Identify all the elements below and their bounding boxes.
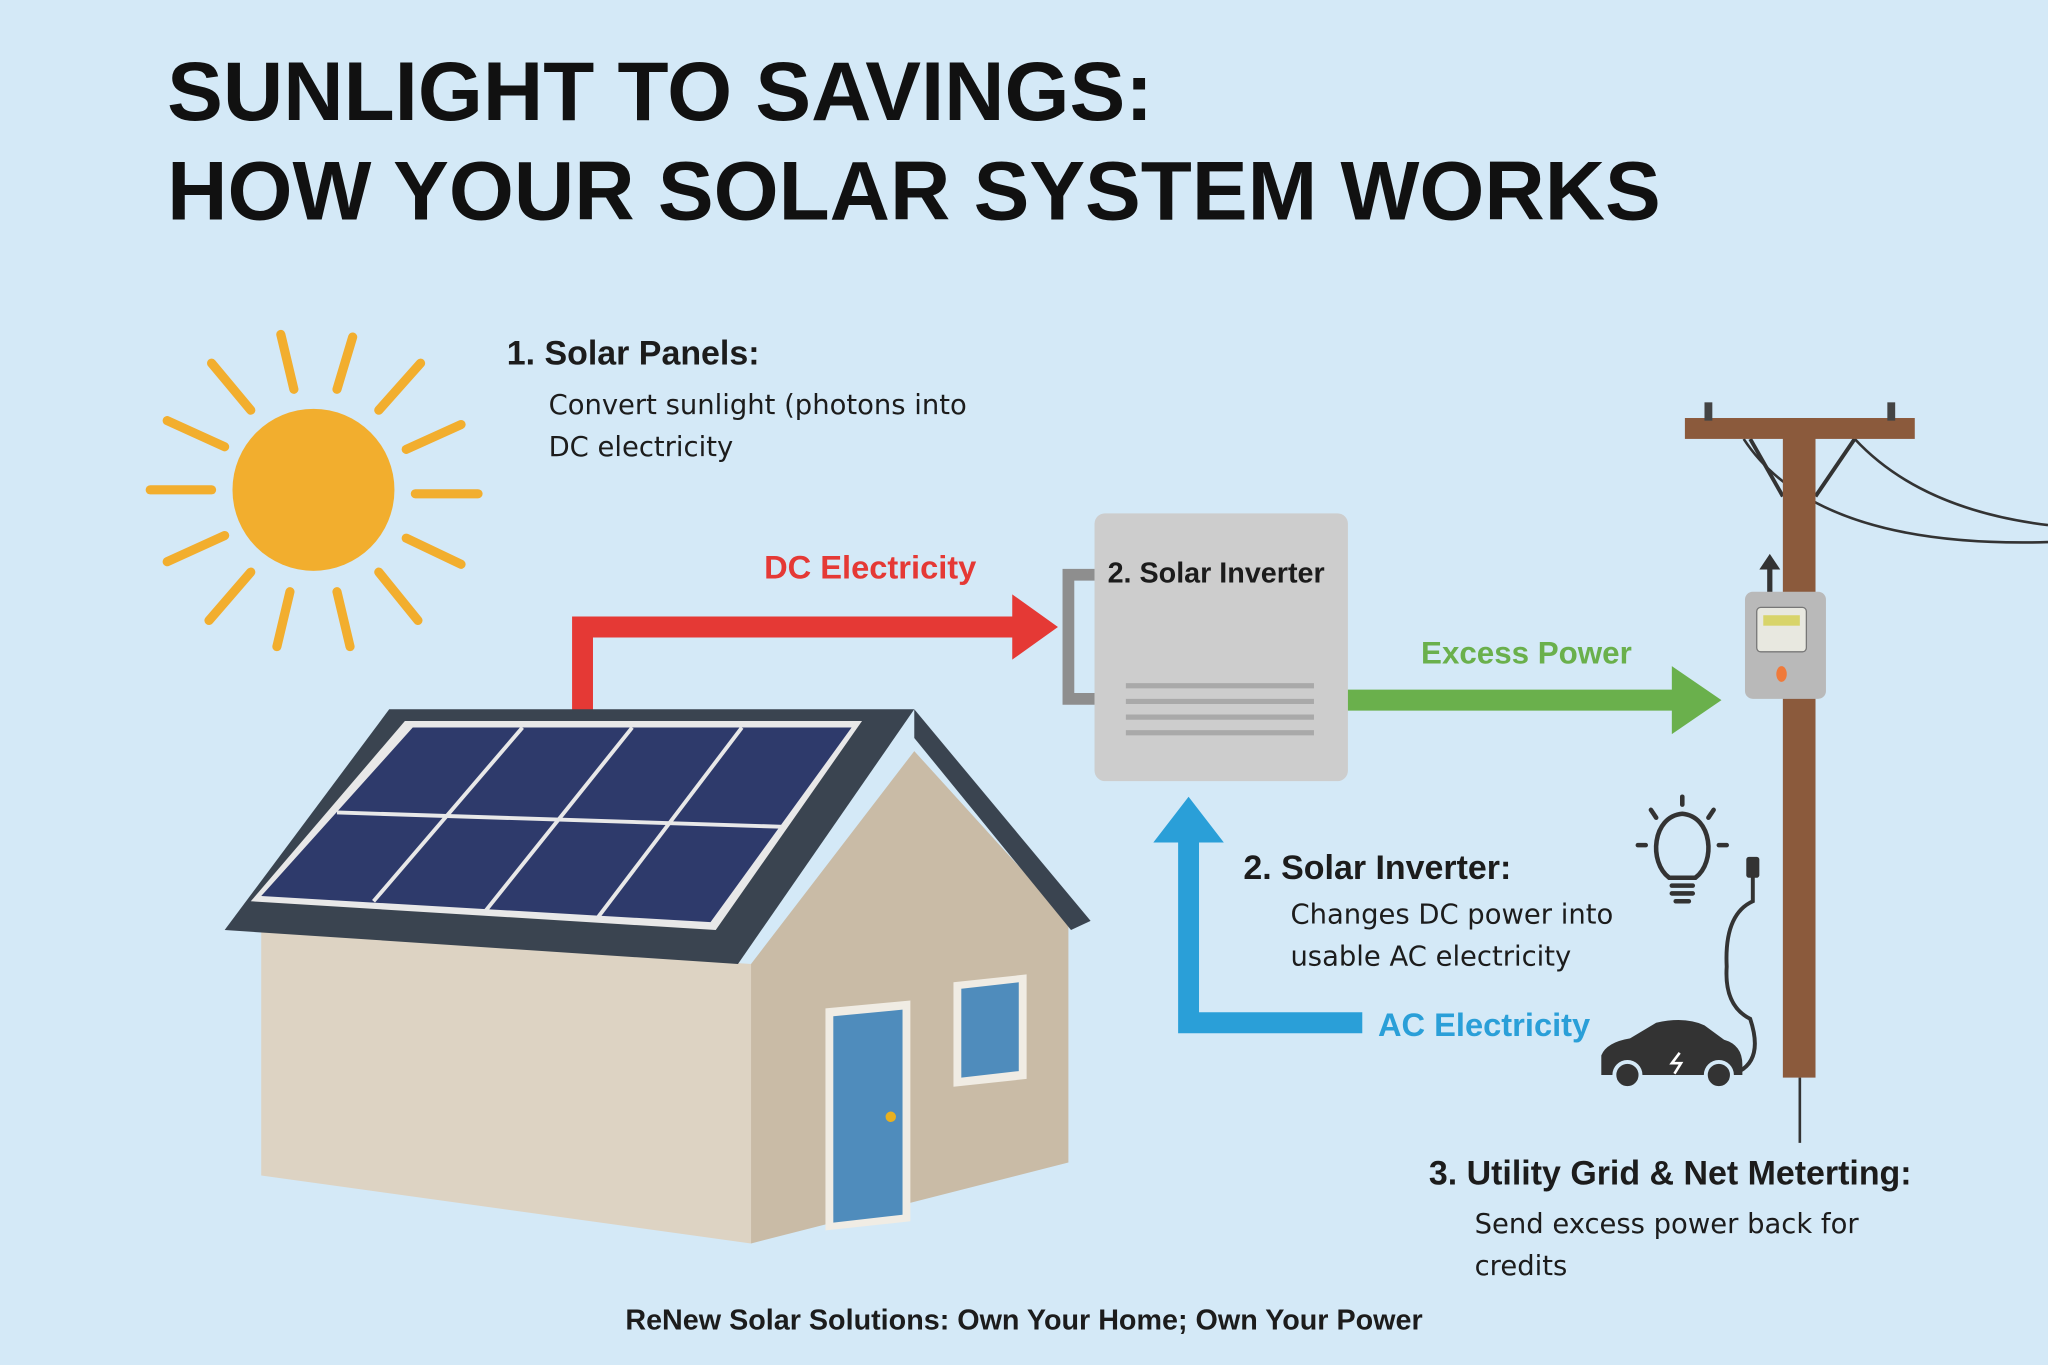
electric-car-icon: [1601, 856, 1760, 1091]
step-1-line-1: Convert sunlight (photons into: [549, 390, 967, 421]
sun-icon: [145, 329, 483, 652]
lightbulb-icon: [1635, 794, 1729, 904]
step-3-line-1: Send excess power back for: [1475, 1209, 1860, 1240]
step-2-line-1: Changes DC power into: [1290, 899, 1613, 930]
solar-inverter: [1062, 513, 1348, 782]
excess-power-arrow: [1347, 666, 1722, 735]
dc-electricity-label: DC Electricity: [764, 549, 976, 586]
house-with-solar-panels: [224, 709, 1091, 1244]
step-3-line-2: credits: [1475, 1251, 1568, 1282]
excess-power-label: Excess Power: [1421, 636, 1632, 671]
electric-meter-icon: [1744, 553, 1826, 699]
step-2-line-2: usable AC electricity: [1290, 941, 1571, 972]
title-line-1: SUNLIGHT TO SAVINGS:: [167, 44, 1153, 138]
dc-arrow: [572, 594, 1058, 712]
step-1-line-2: DC electricity: [549, 432, 734, 463]
ac-arrow: [1153, 796, 1363, 1034]
title-line-2: HOW YOUR SOLAR SYSTEM WORKS: [167, 143, 1661, 237]
step-3-heading: 3. Utility Grid & Net Meterting:: [1429, 1155, 1912, 1193]
ac-electricity-label: AC Electricity: [1378, 1006, 1590, 1043]
footer-tagline: ReNew Solar Solutions: Own Your Home; Ow…: [625, 1305, 1422, 1337]
inverter-label: 2. Solar Inverter: [1108, 558, 1325, 590]
step-2-heading: 2. Solar Inverter:: [1243, 849, 1511, 887]
utility-pole: [1684, 402, 2048, 1143]
step-1-heading: 1. Solar Panels:: [507, 334, 760, 372]
